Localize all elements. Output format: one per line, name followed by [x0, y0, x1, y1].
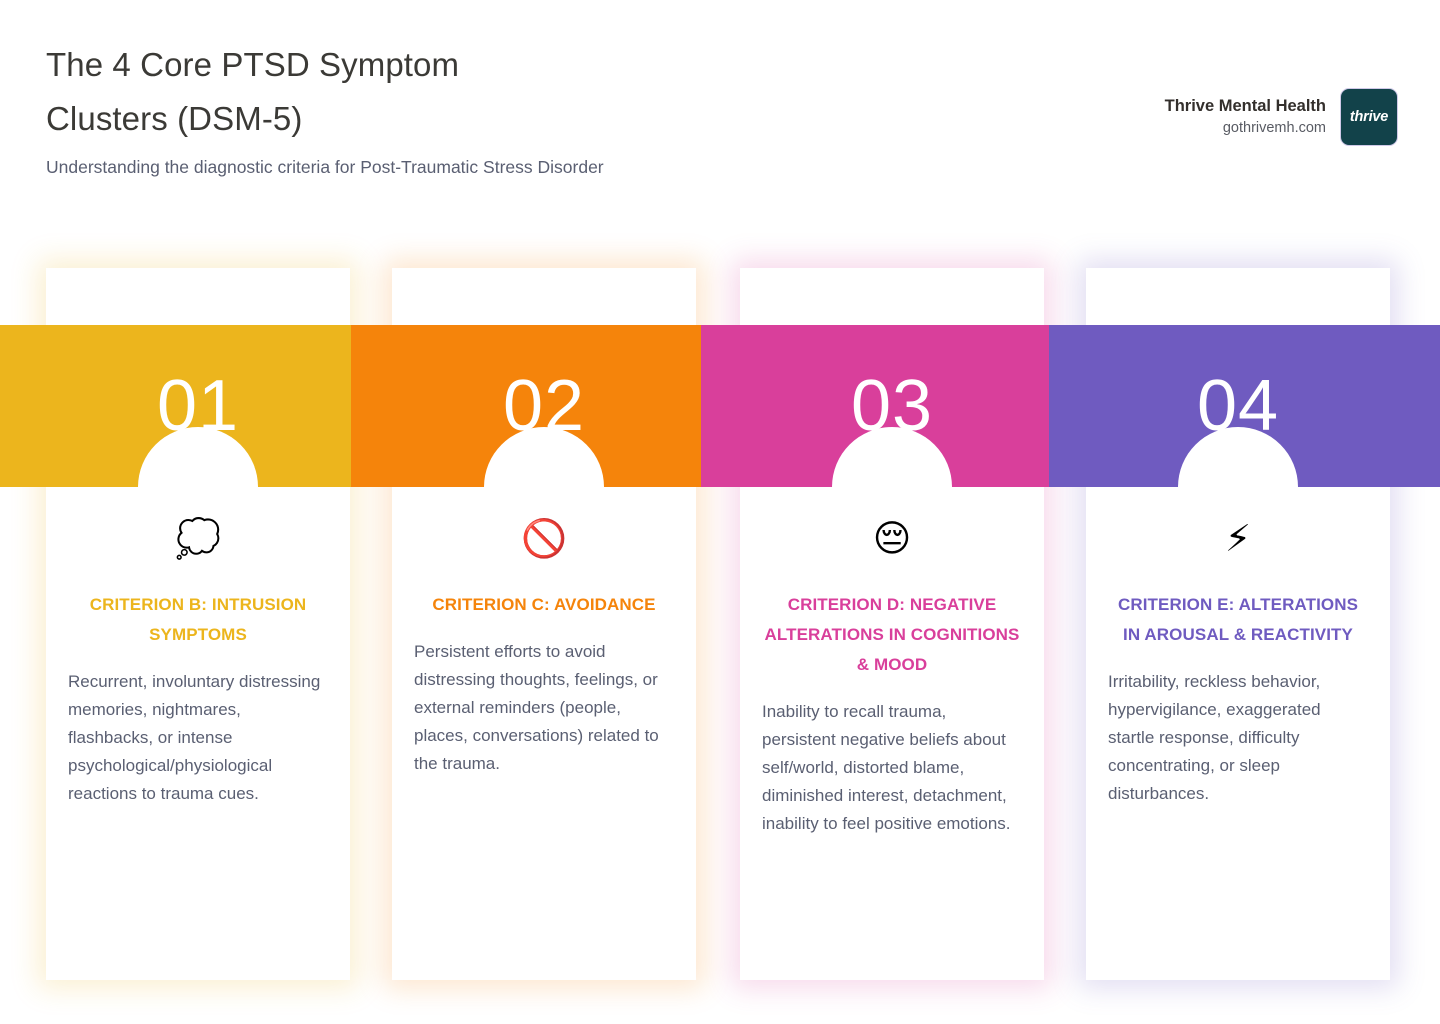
- page-subtitle: Understanding the diagnostic criteria fo…: [46, 157, 604, 177]
- pensive-face-icon: 😔: [872, 517, 912, 560]
- page-title-line-2: Clusters (DSM-5): [46, 100, 303, 137]
- symptom-card-heading: Criterion E: Alterations in Arousal & Re…: [1117, 595, 1359, 644]
- brand-url: gothrivemh.com: [1222, 120, 1326, 136]
- symptom-card-body: Irritability, reckless behavior, hypervi…: [1108, 672, 1321, 803]
- symptom-card-content: 🚫 Criterion C: AvoidancePersistent effort…: [392, 516, 696, 778]
- symptom-card-body: Recurrent, involuntary distressing memor…: [68, 672, 321, 803]
- page-header: The 4 Core PTSD Symptom Clusters (DSM-5)…: [0, 0, 1440, 250]
- prohibited-icon: 🚫: [520, 517, 568, 560]
- symptom-card-heading: Criterion C: Avoidance: [432, 595, 656, 614]
- symptom-card-heading: Criterion B: Intrusion Symptoms: [89, 595, 307, 644]
- page-title-line-1: The 4 Core PTSD Symptom: [46, 46, 460, 83]
- brand-block: Thrive Mental Health gothrivemh.com thri…: [1165, 88, 1398, 146]
- brand-name: Thrive Mental Health: [1164, 97, 1326, 115]
- brand-text: Thrive Mental Health gothrivemh.com: [1165, 95, 1326, 139]
- symptom-card-body: Persistent efforts to avoid distressing …: [414, 642, 659, 773]
- thought-balloon-icon: 💭: [174, 517, 222, 560]
- symptom-card-content: 😔 Criterion D: Negative Alterations in Co…: [740, 516, 1044, 838]
- symptom-card-heading: Criterion D: Negative Alterations in Cog…: [764, 595, 1020, 674]
- symptom-card-content: 💭 Criterion B: Intrusion SymptomsRecurren…: [46, 516, 350, 808]
- symptom-card-content: ⚡ Criterion E: Alterations in Arousal & R…: [1086, 516, 1390, 808]
- symptom-card-body: Inability to recall trauma, persistent n…: [762, 702, 1011, 833]
- thrive-logo-icon: thrive: [1340, 88, 1398, 146]
- brand-logo-text: thrive: [1349, 109, 1389, 125]
- page-title: The 4 Core PTSD Symptom Clusters (DSM-5): [46, 38, 746, 146]
- lightning-bolt-icon: ⚡: [1225, 517, 1251, 560]
